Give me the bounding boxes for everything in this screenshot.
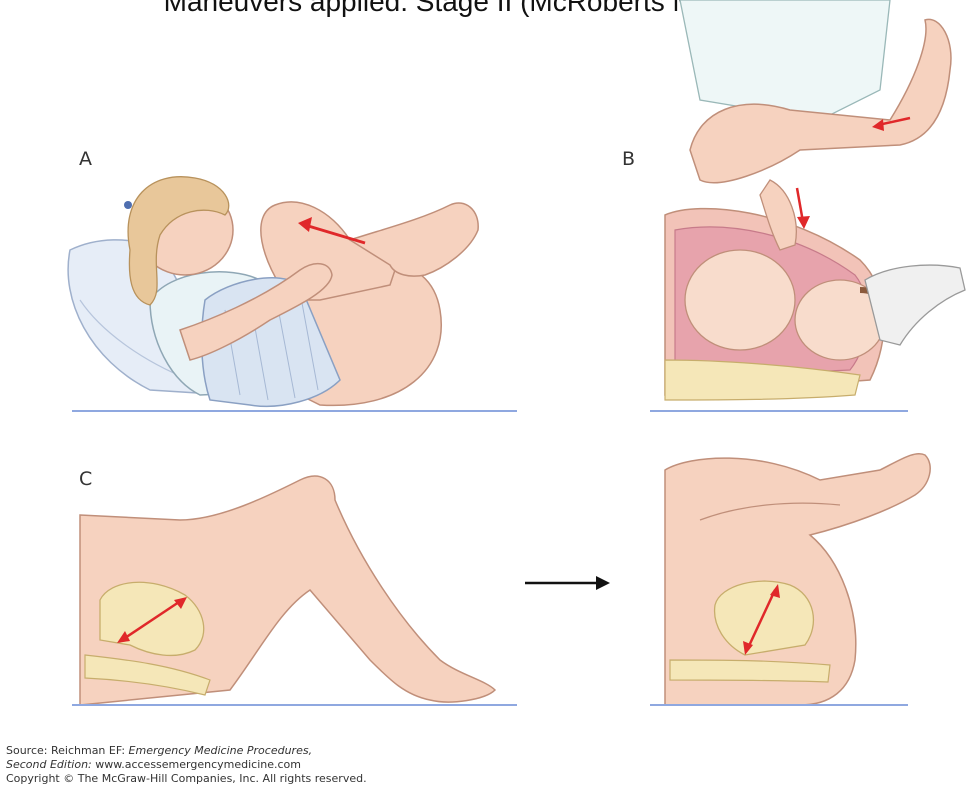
floor-line-c-left <box>72 704 517 706</box>
source-line-1: Source: Reichman EF: Emergency Medicine … <box>6 744 367 758</box>
floor-line-a <box>72 410 517 412</box>
floor-line-c-right <box>650 704 908 706</box>
panel-label-c: C <box>79 468 92 490</box>
panel-c-right-illustration <box>665 454 930 705</box>
pelvis-c-right <box>715 581 814 655</box>
source-line-2: Second Edition: www.accessemergencymedic… <box>6 758 367 772</box>
floor-line-b <box>650 410 908 412</box>
fetus-body <box>685 250 795 350</box>
panel-label-a: A <box>79 148 92 170</box>
panel-c-left-illustration <box>80 476 495 705</box>
source-credit: Source: Reichman EF: Emergency Medicine … <box>6 744 367 786</box>
panel-b-illustration <box>665 0 965 400</box>
panel-label-b: B <box>622 148 635 170</box>
gloved-hand <box>865 265 965 345</box>
panel-a-illustration <box>68 177 478 407</box>
copyright-line: Copyright © The McGraw-Hill Companies, I… <box>6 772 367 786</box>
